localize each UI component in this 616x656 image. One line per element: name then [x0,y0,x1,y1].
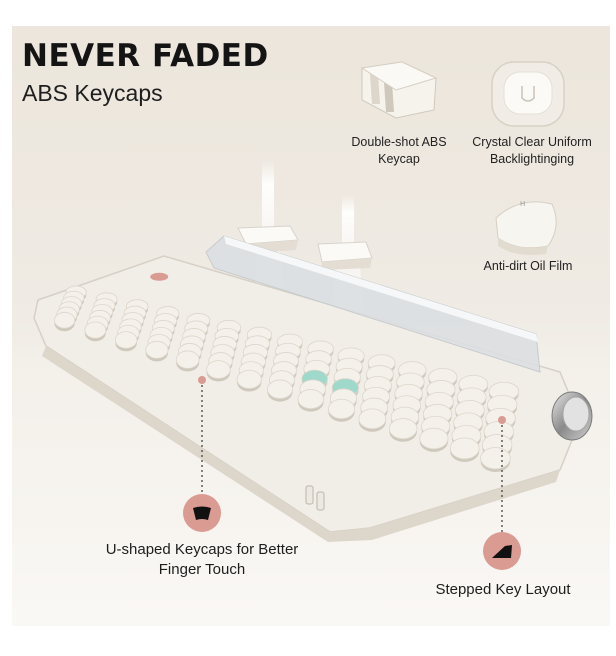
key-grid [53,272,520,472]
feature-label: Crystal Clear Uniform Backlightinging [472,135,592,166]
u-shaped-keycap-icon [183,494,221,532]
keycap [206,360,231,379]
stepped-key-icon [483,532,521,570]
callout-label: U-shaped Keycaps for Better Finger Touch [105,541,299,578]
device-stand [224,236,538,342]
svg-text:H: H [520,200,525,208]
keycap [327,398,356,420]
callout-dot [198,376,206,384]
floating-keycap [317,241,373,270]
oil-film-keycap-icon: H [495,200,557,255]
escape-keycap [150,272,169,281]
keycap [297,389,325,410]
callout-dot [498,416,506,424]
light-beam [342,195,354,245]
keycap [480,447,511,470]
side-switch [316,491,325,511]
callout-label: Stepped Key Layout [435,581,571,598]
keycap [84,321,107,339]
keycap [358,408,387,430]
doubleshot-keycap-icon [360,61,438,119]
keycap [53,311,76,329]
floating-keycap [237,225,299,254]
keycap [267,379,293,399]
light-beam [262,160,274,230]
feature-label: Anti-dirt Oil Film [483,259,573,273]
volume-knob [551,391,593,441]
keycap [388,418,418,440]
feature-label: Double-shot ABS Keycap [351,135,447,166]
backlit-keycap-icon [491,61,565,127]
headline-title: NEVER FADED [22,38,269,74]
device-stand [205,235,541,373]
keycap [419,427,449,450]
keycap [175,350,200,369]
keycap [236,369,262,389]
side-switch [305,485,314,505]
headline-subtitle: ABS Keycaps [22,80,163,106]
keycap [145,340,169,359]
keycap [449,437,480,460]
keycap [114,331,138,349]
